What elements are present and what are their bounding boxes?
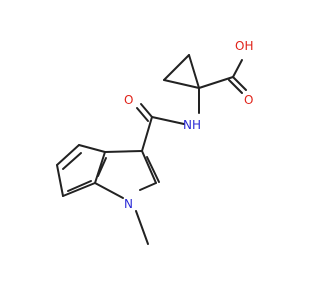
double-bond-to-o — [228, 79, 243, 94]
double-bond — [146, 156, 160, 183]
atom-label-oh: OH — [235, 39, 253, 53]
cyclopropane-ring — [163, 54, 200, 89]
benzene-ring — [56, 144, 107, 197]
molecule-structure-diagram: OH O O NH N — [56, 39, 253, 245]
bond — [104, 150, 143, 153]
double-bond-to-o — [136, 107, 149, 122]
double-bond — [67, 180, 92, 192]
methyl-group — [135, 210, 149, 245]
bond — [188, 54, 200, 89]
bond — [163, 79, 200, 89]
bond — [151, 116, 185, 125]
bond-to-oh — [232, 59, 243, 78]
bond — [78, 144, 106, 153]
bond — [198, 76, 234, 89]
atom-label-o-amide: O — [124, 93, 133, 107]
double-bond — [97, 157, 107, 177]
amide-group — [136, 87, 200, 152]
bond-to-n — [94, 182, 124, 199]
double-bond-to-o — [140, 103, 153, 118]
atom-label-nh: NH — [183, 118, 201, 132]
bond — [56, 164, 64, 197]
double-bond-to-o — [232, 76, 247, 91]
atom-label-n-indole: N — [124, 197, 133, 211]
double-bond — [62, 152, 82, 170]
bond — [94, 151, 106, 184]
atom-label-o-acid: O — [244, 93, 253, 107]
bond — [56, 144, 80, 166]
bond-to-n — [139, 182, 157, 191]
pyrrole-ring — [94, 150, 160, 199]
bond — [141, 150, 157, 184]
bond-to-methyl — [135, 210, 149, 245]
bond — [141, 116, 153, 152]
bond — [62, 182, 96, 197]
bond — [163, 54, 190, 81]
carboxylic-acid-group — [198, 59, 247, 94]
